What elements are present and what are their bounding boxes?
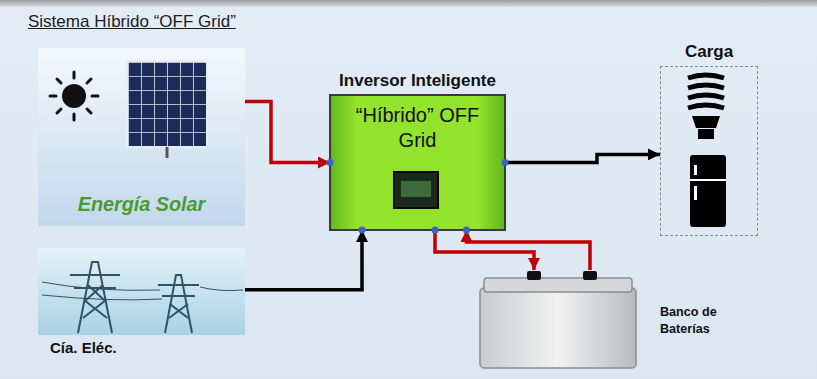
box-label: Banco de Baterías [660, 304, 760, 338]
grid-source-box: Cía. Eléc. [38, 248, 245, 335]
grid-ground [38, 248, 245, 335]
battery-symbol [480, 271, 636, 368]
connection-dot [432, 227, 439, 234]
connection-dot [327, 159, 334, 166]
connector-arrow [245, 230, 362, 290]
diagram-title: Sistema Híbrido “OFF Grid” [28, 12, 236, 32]
box-label: “Híbrido” OFF Grid [338, 103, 497, 153]
load-box: Carga [660, 66, 758, 236]
inverter-box: Inversor Inteligente“Híbrido” OFF Grid [330, 95, 505, 230]
connector-arrow [245, 101, 330, 162]
sun-symbol [50, 72, 98, 120]
connector-arrow [505, 154, 660, 162]
bulb-symbol [688, 75, 724, 139]
battery-bank: Banco de Baterías [478, 270, 638, 370]
connector-arrow [435, 230, 534, 270]
solar-panel-symbol [127, 61, 207, 158]
connection-dot [463, 227, 470, 234]
pylon-symbol [42, 262, 243, 333]
inverter-body [330, 95, 505, 230]
box-heading: Carga [685, 42, 733, 62]
box-label: Cía. Eléc. [50, 339, 117, 356]
connection-dot [359, 227, 366, 234]
solar-source-box: Energía Solar [38, 48, 245, 226]
top-bar [0, 0, 817, 7]
connection-dot [502, 159, 509, 166]
connector-arrow [467, 230, 591, 270]
solar-panel-ground [38, 48, 245, 226]
box-heading: Inversor Inteligente [339, 71, 496, 91]
inverter-display [394, 172, 438, 208]
fridge-symbol [690, 155, 726, 227]
box-label: Energía Solar [38, 193, 245, 216]
